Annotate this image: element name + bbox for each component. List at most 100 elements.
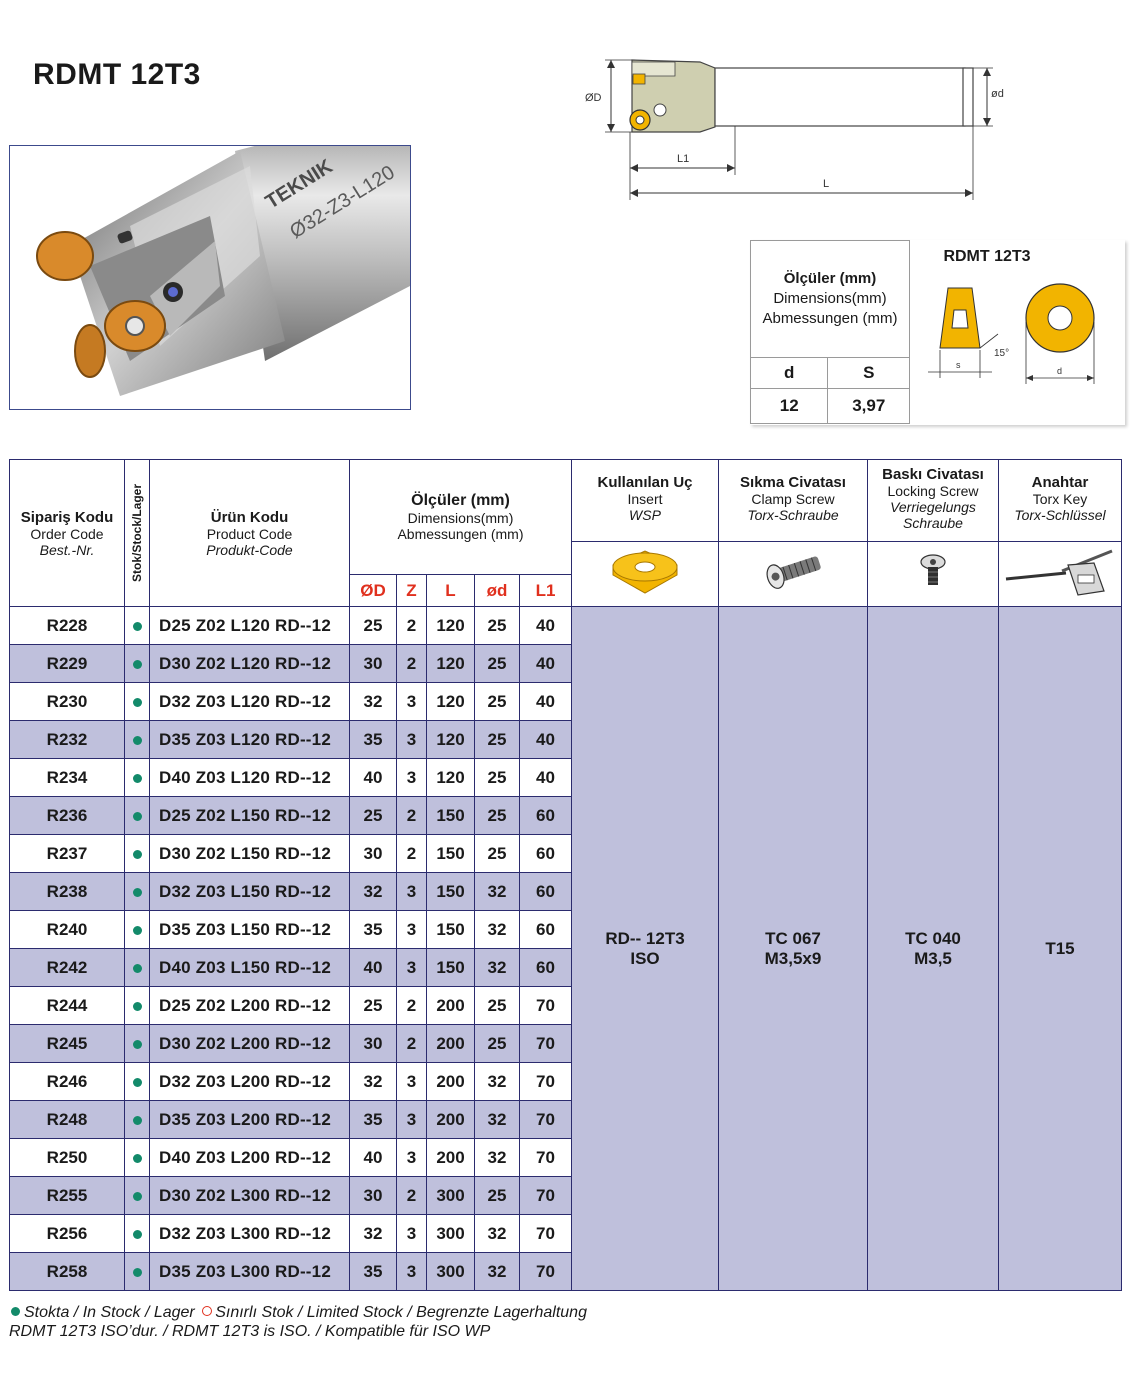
cell-D: 25: [349, 606, 397, 645]
product-code: D32 Z03 L200 RD--12: [149, 1062, 350, 1101]
cell-D: 35: [349, 1100, 397, 1139]
cell-D: 35: [349, 720, 397, 759]
stock-indicator: [124, 1252, 150, 1291]
product-code: D25 Z02 L150 RD--12: [149, 796, 350, 835]
stock-indicator: [124, 1138, 150, 1177]
insert-image-cell: [571, 541, 719, 607]
cell-D: 32: [349, 1214, 397, 1253]
cell-L: 120: [426, 644, 475, 683]
cell-L1: 40: [519, 682, 572, 721]
clamp-screw-image-cell: [718, 541, 868, 607]
stock-indicator: [124, 872, 150, 911]
cell-Z: 2: [396, 1176, 427, 1215]
table-row: R238 D32 Z03 L150 RD--12 32 3 150 32 60: [9, 872, 1122, 911]
order-code: R228: [9, 606, 125, 645]
stock-indicator: [124, 986, 150, 1025]
insert-value: RD-- 12T3 ISO: [571, 606, 719, 1291]
stock-indicator: [124, 1214, 150, 1253]
header-torx-key: Anahtar Torx Key Torx-Schlüssel: [998, 459, 1122, 542]
header-product-code: Ürün Kodu Product Code Produkt-Code: [149, 459, 350, 607]
stock-indicator: [124, 1100, 150, 1139]
cell-L: 300: [426, 1176, 475, 1215]
spec-heading: Ölçüler (mm) Dimensions(mm) Abmessungen …: [750, 240, 910, 358]
spec-val-s: 3,97: [827, 388, 910, 424]
cell-Z: 3: [396, 1252, 427, 1291]
cell-d: 32: [474, 948, 520, 987]
order-code: R244: [9, 986, 125, 1025]
legend-limited-stock: Sınırlı Stok / Limited Stock / Begrenzte…: [215, 1304, 587, 1321]
order-code: R258: [9, 1252, 125, 1291]
stock-indicator: [124, 910, 150, 949]
in-stock-icon: [132, 1039, 142, 1049]
cell-L1: 60: [519, 834, 572, 873]
spec-col-d: d: [749, 357, 829, 389]
order-code: R256: [9, 1214, 125, 1253]
header-product-tr: Ürün Kodu: [210, 508, 289, 526]
header-clamp-screw: Sıkma Civatası Clamp Screw Torx-Schraube: [718, 459, 868, 542]
cell-L1: 60: [519, 948, 572, 987]
dim-col-Z: Z: [396, 574, 427, 607]
order-code: R230: [9, 682, 125, 721]
stock-indicator: [124, 606, 150, 645]
clamp-value-2: M3,5x9: [764, 948, 822, 968]
in-stock-icon: [132, 811, 142, 821]
cell-d: 25: [474, 682, 520, 721]
torx-key-image-cell: [998, 541, 1122, 607]
stock-indicator: [124, 1176, 150, 1215]
cell-L1: 40: [519, 720, 572, 759]
in-stock-icon: [132, 697, 142, 707]
cell-L: 200: [426, 1100, 475, 1139]
stock-indicator: [124, 1024, 150, 1063]
cell-d: 25: [474, 644, 520, 683]
locking-screw-image-cell: [867, 541, 999, 607]
cell-L1: 40: [519, 758, 572, 797]
dim-d-label: ød: [991, 88, 1004, 100]
table-row: R246 D32 Z03 L200 RD--12 32 3 200 32 70: [9, 1062, 1122, 1101]
in-stock-icon: [132, 1001, 142, 1011]
cell-L: 120: [426, 606, 475, 645]
spec-col-s: S: [827, 357, 910, 389]
dim-col-D: ØD: [349, 574, 397, 607]
header-insert-tr: Kullanılan Uç: [597, 474, 693, 491]
cell-D: 40: [349, 1138, 397, 1177]
dim-L1-label: L1: [677, 153, 689, 165]
stock-indicator: [124, 834, 150, 873]
dim-col-L: L: [426, 574, 475, 607]
cell-d: 25: [474, 758, 520, 797]
in-stock-icon: [132, 1191, 142, 1201]
cell-Z: 2: [396, 644, 427, 683]
header-order-tr: Sipariş Kodu: [20, 508, 114, 526]
cell-L1: 70: [519, 1138, 572, 1177]
tool-drawing: ØD ød L1 L: [585, 50, 1015, 210]
dim-L-label: L: [823, 178, 829, 190]
locking-screw-icon: [920, 553, 946, 585]
header-dims-tr: Ölçüler (mm): [411, 492, 510, 509]
spec-heading-tr: Ölçüler (mm): [783, 270, 877, 287]
locking-screw-value: TC 040 M3,5: [867, 606, 999, 1291]
stock-indicator: [124, 948, 150, 987]
cell-L1: 70: [519, 1024, 572, 1063]
table-row: R248 D35 Z03 L200 RD--12 35 3 200 32 70: [9, 1100, 1122, 1139]
table-row: R228 D25 Z02 L120 RD--12 25 2 120 25 40 …: [9, 606, 1122, 1291]
order-code: R234: [9, 758, 125, 797]
stock-indicator: [124, 682, 150, 721]
header-dims-en: Dimensions(mm): [407, 510, 514, 526]
cell-L: 200: [426, 1024, 475, 1063]
cell-D: 30: [349, 834, 397, 873]
dim-s-label: s: [956, 360, 961, 370]
order-code: R240: [9, 910, 125, 949]
lock-value-2: M3,5: [914, 948, 952, 968]
insert-spec-table: Ölçüler (mm) Dimensions(mm) Abmessungen …: [749, 240, 1124, 424]
in-stock-icon: [132, 849, 142, 859]
cell-D: 25: [349, 796, 397, 835]
insert-icon: [612, 549, 678, 594]
header-locking-screw: Baskı Civatası Locking Screw Verriegelun…: [867, 459, 999, 542]
cell-L: 300: [426, 1214, 475, 1253]
cell-d: 25: [474, 796, 520, 835]
table-row: R242 D40 Z03 L150 RD--12 40 3 150 32 60: [9, 948, 1122, 987]
cell-L1: 70: [519, 1062, 572, 1101]
footer-notes: Stokta / In Stock / Lager Sınırlı Stok /…: [9, 1303, 587, 1341]
cell-L1: 70: [519, 1252, 572, 1291]
cell-d: 32: [474, 1062, 520, 1101]
header-order-de: Best.-Nr.: [39, 541, 95, 558]
